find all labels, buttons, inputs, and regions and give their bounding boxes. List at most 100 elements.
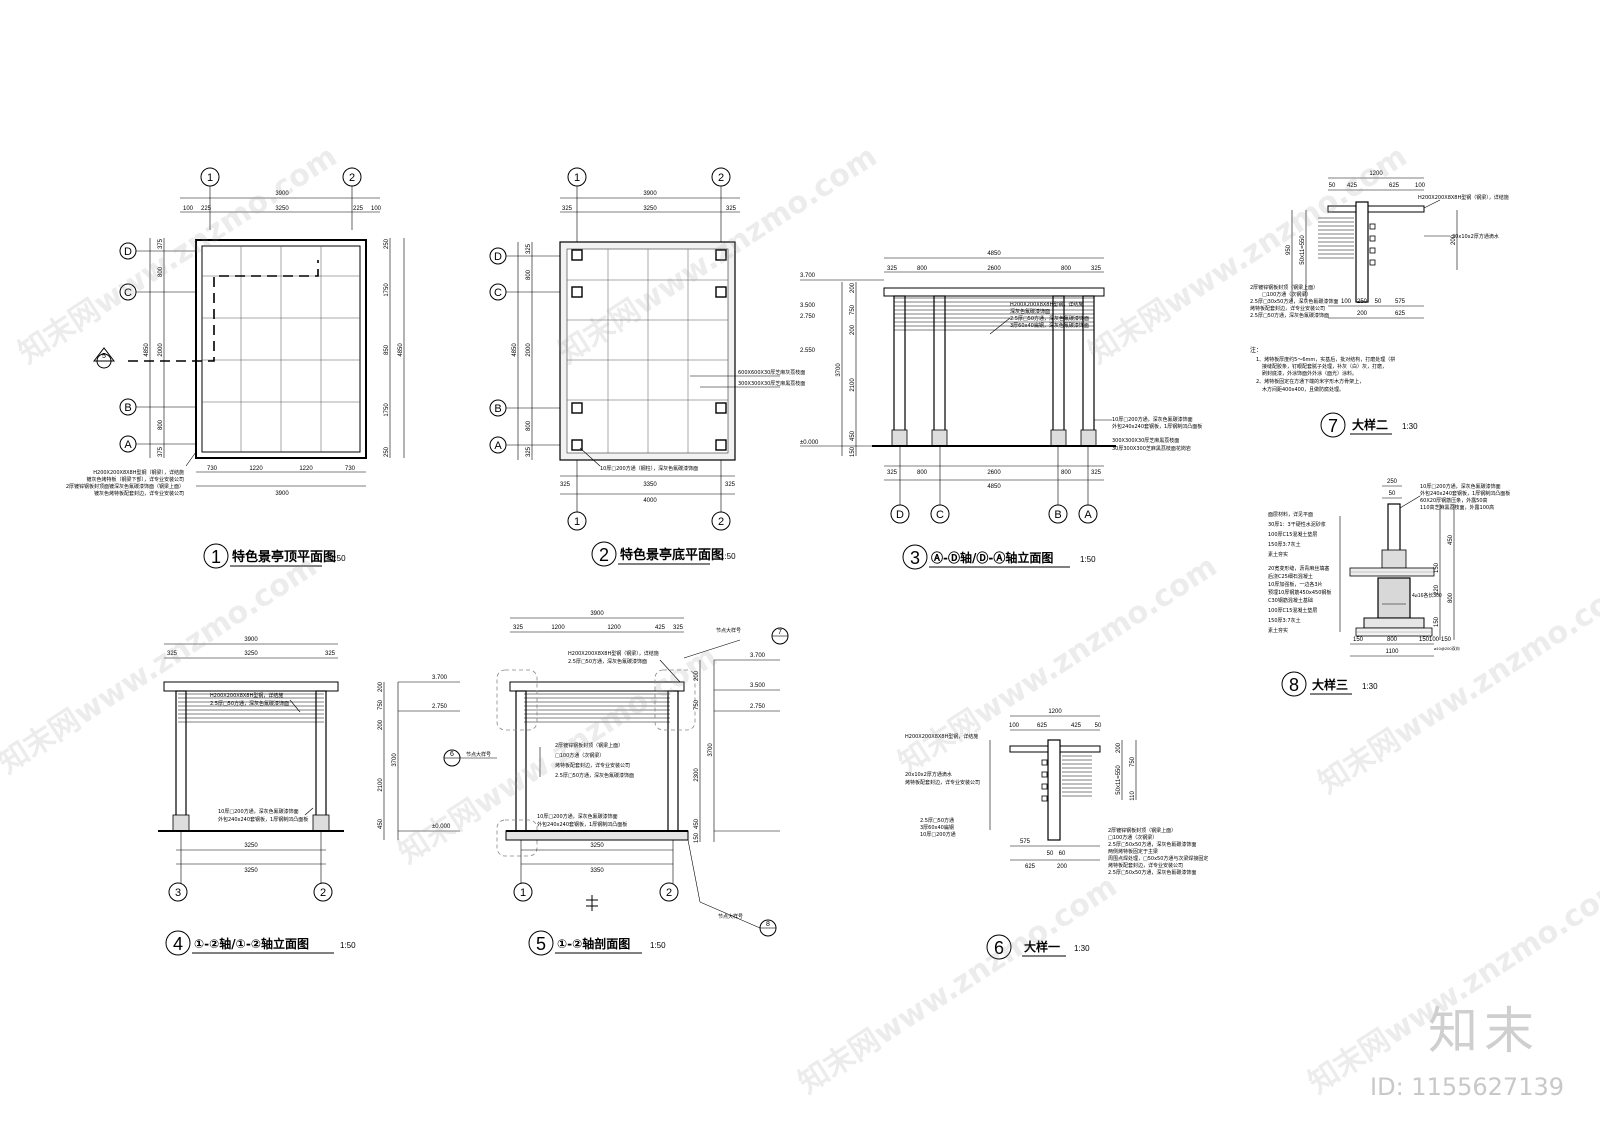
dim-text: 4000: [643, 498, 657, 504]
dim-text: 800: [1448, 592, 1454, 603]
dim-text: 100: [1429, 637, 1440, 643]
annotation-note: H200X200X8X8H型钢，详结施: [1010, 301, 1083, 308]
dim-text: 325: [560, 482, 571, 488]
annotation-note: 深灰色氟碳漆饰面: [1010, 308, 1050, 315]
dim-text: 375: [158, 446, 164, 457]
axis-bubble-1: 1: [574, 172, 580, 184]
annotation-note: 2厚镀锌钢板封顶（钢梁上面）: [1250, 284, 1318, 291]
annotation-note: 周围点焊处理，□50x50方通与次梁焊接固定: [1108, 855, 1208, 862]
annotation-note: 面层材料，详见平面: [1268, 511, 1313, 518]
annotation-note: 外包240x240套钢板，1厚钢制凹凸面板: [537, 821, 627, 828]
annotation-note: 2.5厚□50方通，深灰色氟碳漆饰面: [568, 658, 647, 665]
drawing-number: 4: [173, 934, 183, 954]
dim-text: 1220: [299, 466, 313, 472]
annotation-note: 300X300X30厚芝麻黑荔枝面: [738, 380, 805, 387]
annotation-note: 10厚加强板，一边各3片: [1268, 581, 1323, 588]
dim-text: 425: [1071, 723, 1082, 729]
detail-ref-7: 7: [778, 629, 782, 636]
annotation-note: □100方通（次钢梁）: [1262, 291, 1311, 298]
detail-ref-6: 6: [450, 751, 454, 758]
detail-3-drawing: 250 50 450 150 220 800 150 面层材料，详见平面 30厚…: [1268, 479, 1510, 697]
level-mark: ±0.000: [432, 824, 451, 830]
axis-bubble-A: A: [494, 440, 502, 452]
dim-text: 3250: [275, 206, 289, 212]
dim-text: 100: [371, 206, 382, 212]
drawing-scale: 1:50: [720, 552, 736, 561]
drawing-title: 大样一: [1024, 939, 1060, 954]
dim-text: 200: [378, 719, 384, 730]
dim-text: 4850: [144, 343, 150, 357]
section-mark: 5: [102, 353, 106, 360]
remark-line: 接缝配胶条，钉眼配套腻子处理，补灰（白）灰，打磨，: [1262, 363, 1387, 370]
dim-text: 4850: [987, 484, 1001, 490]
annotation-note: 10厚□200方通（钢柱），深灰色氟碳漆饰面: [600, 465, 698, 472]
dim-text: 800: [526, 269, 532, 280]
dim-text: 625: [1025, 864, 1036, 870]
section-1-2-drawing: 3900 325 1200 1200 425 325 H200X200X8X8H…: [443, 611, 789, 956]
annotation-note: 烤特板配套封边，详专业安装公司: [555, 762, 630, 769]
annotation-note: C30钢筋混凝土基础: [1268, 597, 1313, 604]
ref-label: 节点大样号: [718, 913, 743, 920]
annotation-note: 100厚C15混凝土垫层: [1268, 531, 1317, 538]
dim-text: 450: [1448, 534, 1454, 545]
elevation-1-2-drawing: 3900 325 3250 325 H200X200X8X8H型钢，详结施 2.…: [158, 637, 460, 956]
drawing-title: 大样三: [1312, 677, 1348, 692]
dim-text: 3250: [643, 206, 657, 212]
dim-text: 1100: [1386, 649, 1400, 655]
annotation-note: 60X20厚钢筋压条，外露50高: [1420, 497, 1488, 504]
drawing-number: 5: [536, 934, 546, 954]
dim-text: 200: [850, 282, 856, 293]
annotation-note: 3厚60x40扁钢，深灰色氟碳漆饰面: [1010, 322, 1089, 329]
annotation-note: 2.5厚□30x50方通，深灰色氟碳漆饰面: [1250, 298, 1338, 305]
level-mark: 3.500: [800, 303, 816, 309]
annotation-note: 两侧烤特板固定于主梁: [1108, 848, 1158, 855]
axis-bubble-2: 2: [349, 172, 355, 184]
dim-text: 3250: [590, 843, 604, 849]
dim-text: 225: [353, 206, 364, 212]
dim-text: 200: [1057, 864, 1068, 870]
dim-text: 50: [1329, 183, 1336, 189]
level-mark: 3.700: [750, 653, 766, 659]
dim-text: 325: [673, 625, 684, 631]
level-mark: 3.500: [750, 683, 766, 689]
annotation-note: □100方通（次钢梁）: [1108, 834, 1157, 841]
annotation-note: 10厚□200方通，深灰色氟碳漆饰面: [218, 808, 299, 815]
dim-text: 250: [1387, 479, 1398, 485]
remarks-title: 注：: [1250, 346, 1262, 354]
annotation-note: 20x10x2厚方通滴水: [905, 771, 952, 778]
annotation-note: 2.5厚□50方通，深灰色氟碳漆饰面: [1010, 315, 1089, 322]
dim-text: 200: [1451, 234, 1457, 245]
dim-text: 325: [887, 470, 898, 476]
dim-text: 150: [1434, 616, 1440, 627]
remark-line: 2、烤特板固定在方通下端的米字形木方骨架上，: [1256, 378, 1364, 385]
detail-ref-8: 8: [766, 921, 770, 928]
dim-text: 800: [917, 470, 928, 476]
dim-text: 225: [201, 206, 212, 212]
annotation-note: H200X200X8X8H型钢（钢梁），详结施: [93, 469, 184, 476]
level-mark: 3.700: [432, 675, 448, 681]
annotation-note: 烤特板配套封边，详专业安装公司: [1250, 305, 1325, 312]
dim-text: 425: [655, 625, 666, 631]
drawing-title: 大样二: [1352, 417, 1388, 432]
dim-text: 325: [726, 206, 737, 212]
annotation-note: 30厚1：3干硬性水泥砂浆: [1268, 521, 1326, 528]
detail-2-drawing: 1200 50 425 625 100 50x11=550 950 200 H2…: [1250, 171, 1509, 438]
dim-text: 800: [1061, 470, 1072, 476]
dim-text: 375: [158, 238, 164, 249]
annotation-note: 150厚3:7灰土: [1268, 541, 1301, 548]
dim-text: 3700: [836, 363, 842, 377]
axis-bubble-D: D: [494, 251, 502, 263]
dim-text: 50x11=550: [1300, 235, 1306, 265]
drawing-number: 7: [1328, 416, 1338, 436]
dim-text: 3900: [590, 611, 604, 617]
dim-text: 3250: [244, 868, 258, 874]
dim-text: 3900: [275, 491, 289, 497]
axis-bubble-2: 2: [666, 887, 672, 899]
ref-label: 节点大样号: [716, 627, 741, 634]
annotation-note: 100厚C15混凝土垫层: [1268, 607, 1317, 614]
drawing-scale: 1:30: [1402, 422, 1418, 431]
dim-text: 2000: [526, 343, 532, 357]
remark-line: 木方间距400x400，且做防腐处理。: [1262, 386, 1344, 393]
dim-text: 425: [1347, 183, 1358, 189]
dim-text: 200: [1357, 311, 1368, 317]
